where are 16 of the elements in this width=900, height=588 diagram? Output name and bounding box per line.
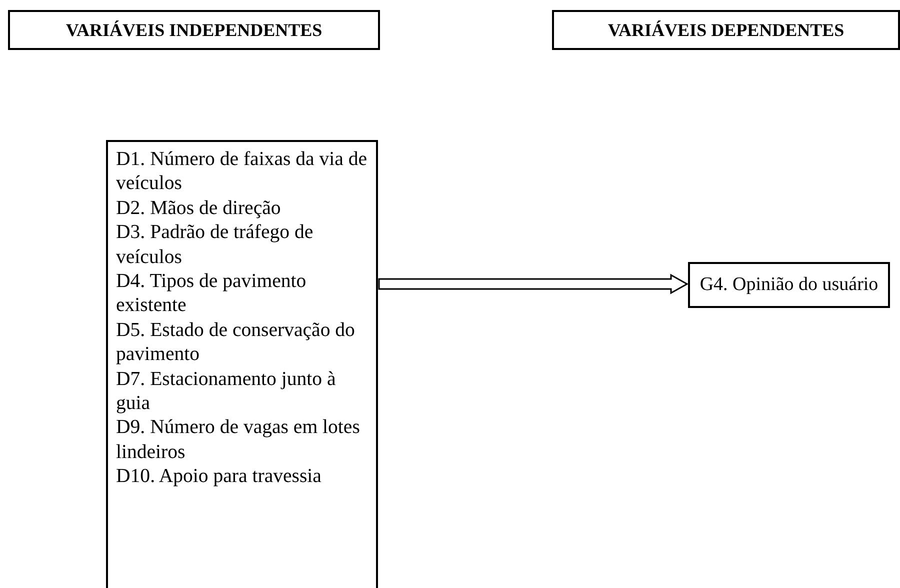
list-item: D4. Tipos de pavimento existente	[116, 269, 308, 318]
box-label: G4. Opinião do usuário	[700, 274, 878, 296]
list-item: D7. Estacionamento junto à guia	[116, 366, 337, 416]
list-item: D5. Estado de conservação do pavimento	[116, 318, 356, 367]
header-text: VARIÁVEIS INDEPENDENTES	[66, 20, 322, 40]
list-item: D1. Número de faixas da via de veículos	[116, 147, 368, 196]
header-text: VARIÁVEIS DEPENDENTES	[608, 20, 844, 40]
header-box	[552, 10, 900, 50]
variable-list-box	[106, 140, 378, 588]
header-box	[8, 10, 380, 50]
list-item: D10. Apoio para travessia	[116, 464, 322, 489]
list-item: D3. Padrão de tráfego de veículos	[116, 220, 314, 270]
variable-box	[688, 262, 890, 308]
list-item: D2. Mãos de direção	[116, 196, 282, 220]
list-item: D9. Número de vagas em lotes lindeiros	[116, 415, 361, 464]
hollow-arrow	[378, 274, 689, 294]
